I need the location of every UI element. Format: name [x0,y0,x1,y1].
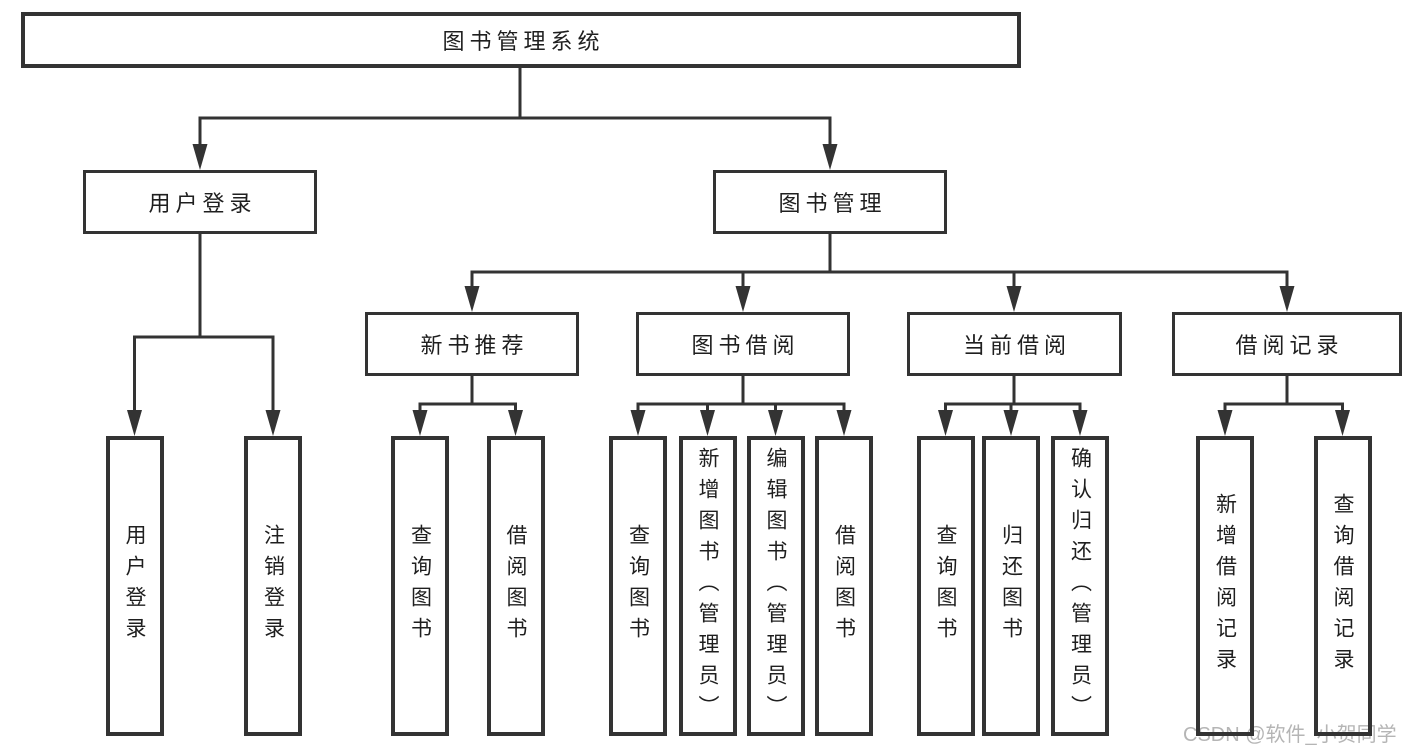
arrowhead-icon [265,410,281,436]
node-library-management-system: 图书管理系统 [21,12,1021,68]
arrowhead-icon [768,410,783,436]
arrowhead-icon [630,410,646,436]
connector-book-borrow-to-leaves [630,376,852,436]
arrowhead-icon [1072,410,1088,436]
node-leaf-query-books-3: 查询图书 [916,436,975,736]
arrowhead-icon [1003,410,1019,436]
node-leaf-logout: 注销登录 [244,436,302,736]
arrowhead-icon [735,286,751,312]
connector-user-login-to-leaves [127,234,281,436]
arrowhead-icon [836,410,852,436]
node-leaf-query-books-1: 查询图书 [391,436,449,736]
arrowhead-icon [192,144,208,170]
node-leaf-confirm-return-admin: 确认归还（管理员） [1051,436,1109,736]
watermark: CSDN @软件_小贺同学 [1183,724,1397,746]
connector-book-mgmt-to-level3 [464,234,1295,312]
node-book-management: 图书管理 [713,170,947,234]
node-leaf-add-book-admin: 新增图书（管理员） [678,436,737,736]
arrowhead-icon [1279,286,1295,312]
node-borrowing-records: 借阅记录 [1172,312,1402,376]
node-leaf-query-borrow-record: 查询借阅记录 [1313,436,1372,736]
node-leaf-edit-book-admin: 编辑图书（管理员） [746,436,805,736]
arrowhead-icon [1335,410,1350,436]
connector-current-borrow-to-leaves [938,376,1088,436]
node-leaf-return-book: 归还图书 [982,436,1040,736]
node-current-borrowing: 当前借阅 [907,312,1122,376]
arrowhead-icon [412,410,428,436]
node-leaf-add-borrow-record: 新增借阅记录 [1196,436,1254,736]
arrowhead-icon [1006,286,1022,312]
node-leaf-query-books-2: 查询图书 [609,436,667,736]
node-leaf-borrow-books-1: 借阅图书 [486,436,545,736]
node-new-book-recommendation: 新书推荐 [365,312,579,376]
arrowhead-icon [508,410,523,436]
node-user-login: 用户登录 [83,170,317,234]
arrowhead-icon [127,410,142,436]
arrowhead-icon [938,410,953,436]
connector-root-to-level2 [192,66,838,170]
connector-new-book-rec-to-leaves [412,376,523,436]
arrowhead-icon [464,286,480,312]
node-leaf-borrow-books-2: 借阅图书 [815,436,873,736]
connector-borrow-records-to-leaves [1217,376,1350,436]
node-leaf-user-login: 用户登录 [105,436,164,736]
node-book-borrowing: 图书借阅 [636,312,850,376]
arrowhead-icon [822,144,838,170]
arrowhead-icon [700,410,715,436]
arrowhead-icon [1217,410,1233,436]
